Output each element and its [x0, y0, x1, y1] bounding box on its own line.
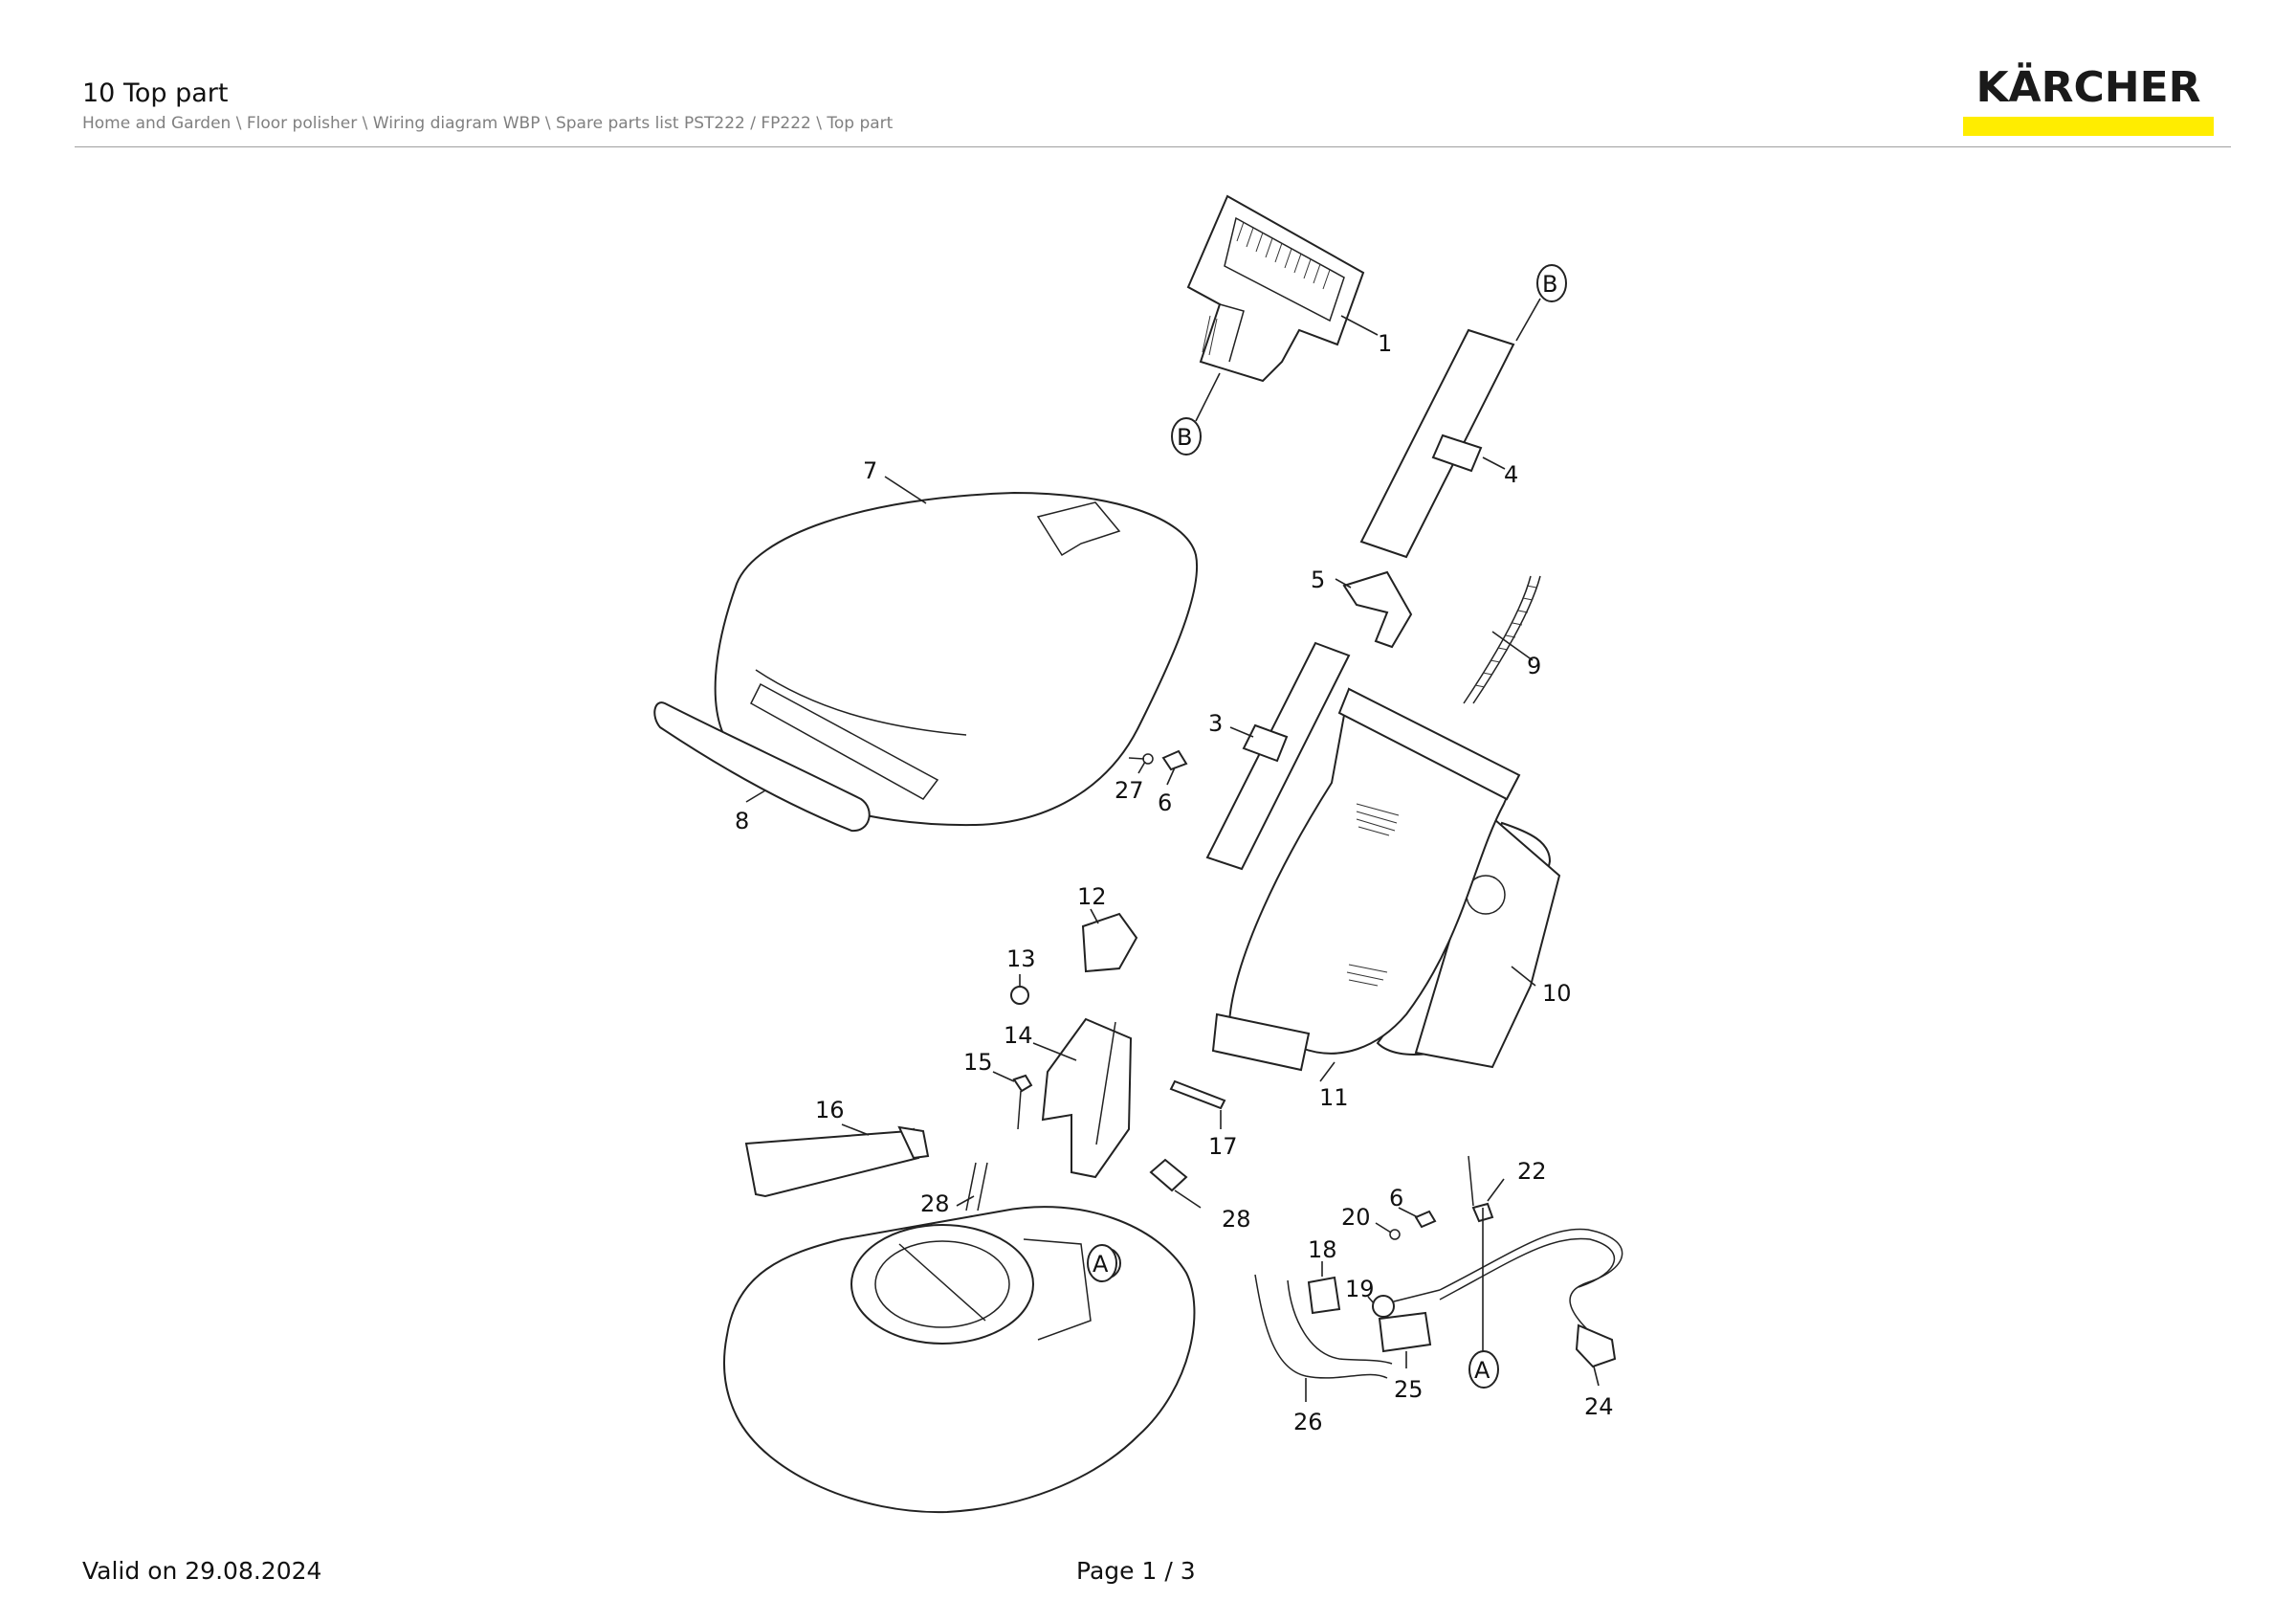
- part-switch: [1307, 1276, 1341, 1315]
- part-clamp: [1342, 570, 1413, 649]
- callout-5: 5: [1311, 567, 1325, 593]
- part-handle-tube-lower: [1205, 641, 1351, 871]
- callout-8: 8: [735, 808, 749, 834]
- ref-mark-a-base: A: [1093, 1251, 1109, 1278]
- callout-25: 25: [1394, 1376, 1424, 1403]
- ref-mark-a-cord: A: [1474, 1357, 1490, 1384]
- part-terminal-block: [1378, 1311, 1432, 1353]
- callout-6-hood: 6: [1158, 789, 1172, 816]
- part-nut: [1010, 986, 1029, 1005]
- brand-wordmark: KÄRCHER: [1976, 63, 2201, 112]
- part-power-cord: [1439, 1228, 1623, 1368]
- part-bumper-strip: [653, 701, 871, 833]
- brand-accent-bar: [1963, 117, 2214, 136]
- callout-19: 19: [1345, 1276, 1375, 1302]
- callout-28-right: 28: [1222, 1206, 1251, 1233]
- page-number: Page 1 / 3: [1076, 1557, 1196, 1585]
- part-wiring-harness: [1254, 1274, 1393, 1379]
- callout-3: 3: [1208, 710, 1223, 737]
- callout-13: 13: [1006, 945, 1036, 972]
- page-title: 10 Top part: [82, 78, 229, 108]
- callout-7: 7: [863, 457, 877, 484]
- callout-27: 27: [1115, 777, 1144, 804]
- callout-24: 24: [1584, 1393, 1614, 1420]
- callout-17: 17: [1208, 1133, 1238, 1160]
- callout-1: 1: [1378, 330, 1392, 357]
- part-side-strip: [744, 1125, 930, 1198]
- part-cable-grommet: [1372, 1289, 1441, 1318]
- reference-marks: B B A A: [1087, 264, 1567, 1389]
- breadcrumb[interactable]: Home and Garden \ Floor polisher \ Wirin…: [82, 114, 894, 133]
- callout-16: 16: [815, 1097, 845, 1123]
- part-bolt: [1169, 1079, 1226, 1110]
- callout-10: 10: [1542, 980, 1572, 1007]
- part-strain-relief: [1468, 1155, 1494, 1223]
- header-divider: [75, 146, 2231, 147]
- part-mounting-bracket: [1012, 1017, 1133, 1179]
- callout-26: 26: [1293, 1409, 1323, 1435]
- part-motor-base: [723, 1206, 1196, 1514]
- part-cable-connectors: [965, 1158, 1188, 1212]
- part-cap: [1081, 912, 1138, 973]
- callout-6-cord: 6: [1389, 1185, 1403, 1212]
- callout-20: 20: [1341, 1204, 1371, 1231]
- leader-lines: [745, 315, 1600, 1402]
- part-washer-screw: [1389, 1210, 1437, 1240]
- part-hood-screw: [1128, 749, 1188, 771]
- part-cover-hood: [714, 491, 1199, 827]
- part-filter-bag: [1211, 687, 1521, 1072]
- callout-18: 18: [1308, 1236, 1337, 1263]
- callout-22: 22: [1517, 1158, 1547, 1185]
- callout-14: 14: [1004, 1022, 1033, 1049]
- ref-mark-b-top: B: [1542, 271, 1557, 298]
- callout-28-left: 28: [920, 1190, 950, 1217]
- part-spring: [1463, 575, 1541, 704]
- part-handle-tube-upper: [1359, 328, 1515, 559]
- callout-11: 11: [1319, 1084, 1349, 1111]
- brand-logo: KÄRCHER: [1963, 63, 2214, 136]
- part-handle-grip: [1186, 194, 1365, 383]
- validity-date: Valid on 29.08.2024: [82, 1557, 322, 1585]
- ref-mark-b-bottom: B: [1177, 424, 1192, 451]
- callout-15: 15: [963, 1049, 993, 1076]
- callout-9: 9: [1527, 653, 1541, 679]
- callout-labels: 1 4 5 9 3 7 8 27 6 12 13 14 15 16 17 10 …: [735, 330, 1614, 1435]
- callout-4: 4: [1504, 461, 1518, 488]
- part-bag-housing: [1376, 812, 1561, 1069]
- callout-12: 12: [1077, 883, 1107, 910]
